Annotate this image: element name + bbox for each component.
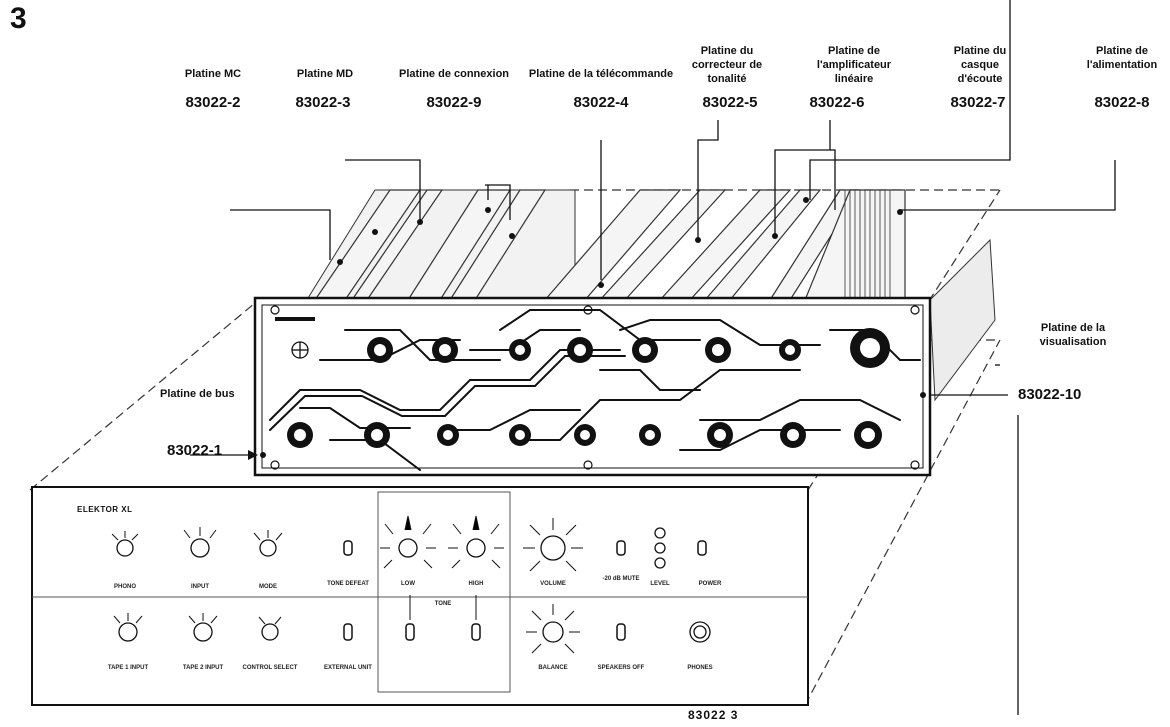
board-code-ampli: 83022-6 <box>809 94 865 111</box>
fp-label-low: LOW <box>401 581 415 587</box>
leader-dots <box>248 197 926 460</box>
board-code-tonalite: 83022-5 <box>702 94 758 111</box>
board-name-ampli: Platine de l'amplificateur linéaire <box>816 45 892 85</box>
fp-label-volume: VOLUME <box>540 581 566 587</box>
fp-label-tone: TONE <box>434 601 452 607</box>
board-code-casque: 83022-7 <box>950 94 1006 111</box>
board-stack <box>313 189 906 301</box>
fp-label-external-unit: EXTERNAL UNIT <box>324 665 372 671</box>
bus-board-name: Platine de bus <box>160 388 235 400</box>
bus-pcb <box>253 296 932 477</box>
front-panel <box>31 486 809 706</box>
board-code-mc: 83022-2 <box>185 94 241 111</box>
fp-label-power: POWER <box>698 581 722 587</box>
board-name-mc: Platine MC <box>184 68 242 80</box>
fp-label-tape2: TAPE 2 INPUT <box>182 665 224 671</box>
fp-label-balance: BALANCE <box>538 665 568 671</box>
display-board-code: 83022-10 <box>1018 386 1082 403</box>
power-board-heatsink <box>844 190 891 298</box>
figure-caption: 83022 3 <box>688 708 739 722</box>
figure-number: 3 <box>10 2 27 35</box>
board-code-connexion: 83022-9 <box>426 94 482 111</box>
board-code-telecommande: 83022-4 <box>573 94 629 111</box>
board-name-casque: Platine du casque d'écoute <box>953 45 1007 85</box>
board-code-alimentation: 83022-8 <box>1094 94 1150 111</box>
board-name-tonalite: Platine du correcteur de tonalité <box>691 45 763 85</box>
fp-label-input: INPUT <box>191 584 209 590</box>
fp-label-tape1: TAPE 1 INPUT <box>107 665 149 671</box>
fp-label-mode: MODE <box>259 584 277 590</box>
fp-label-tone-defeat: TONE DEFEAT <box>327 581 369 587</box>
front-panel-brand: ELEKTOR XL <box>77 505 133 514</box>
fp-label-mute: -20 dB MUTE <box>602 576 640 582</box>
board-name-connexion: Platine de connexion <box>398 68 510 80</box>
display-board-shape <box>929 238 996 402</box>
board-name-telecommande: Platine de la télécommande <box>528 68 674 80</box>
fp-label-speakers-off: SPEAKERS OFF <box>597 665 645 671</box>
board-name-md: Platine MD <box>296 68 354 80</box>
leader-lines <box>190 0 1116 715</box>
fp-label-level: LEVEL <box>650 581 670 587</box>
board-name-alimentation: Platine de l'alimentation <box>1086 45 1158 71</box>
fp-label-phono: PHONO <box>113 584 136 590</box>
fp-label-control-select: CONTROL SELECT <box>242 665 298 671</box>
fp-label-phones: PHONES <box>687 665 713 671</box>
display-board-name: Platine de la visualisation <box>1039 322 1107 348</box>
fp-label-high: HIGH <box>468 581 484 587</box>
board-code-md: 83022-3 <box>295 94 351 111</box>
